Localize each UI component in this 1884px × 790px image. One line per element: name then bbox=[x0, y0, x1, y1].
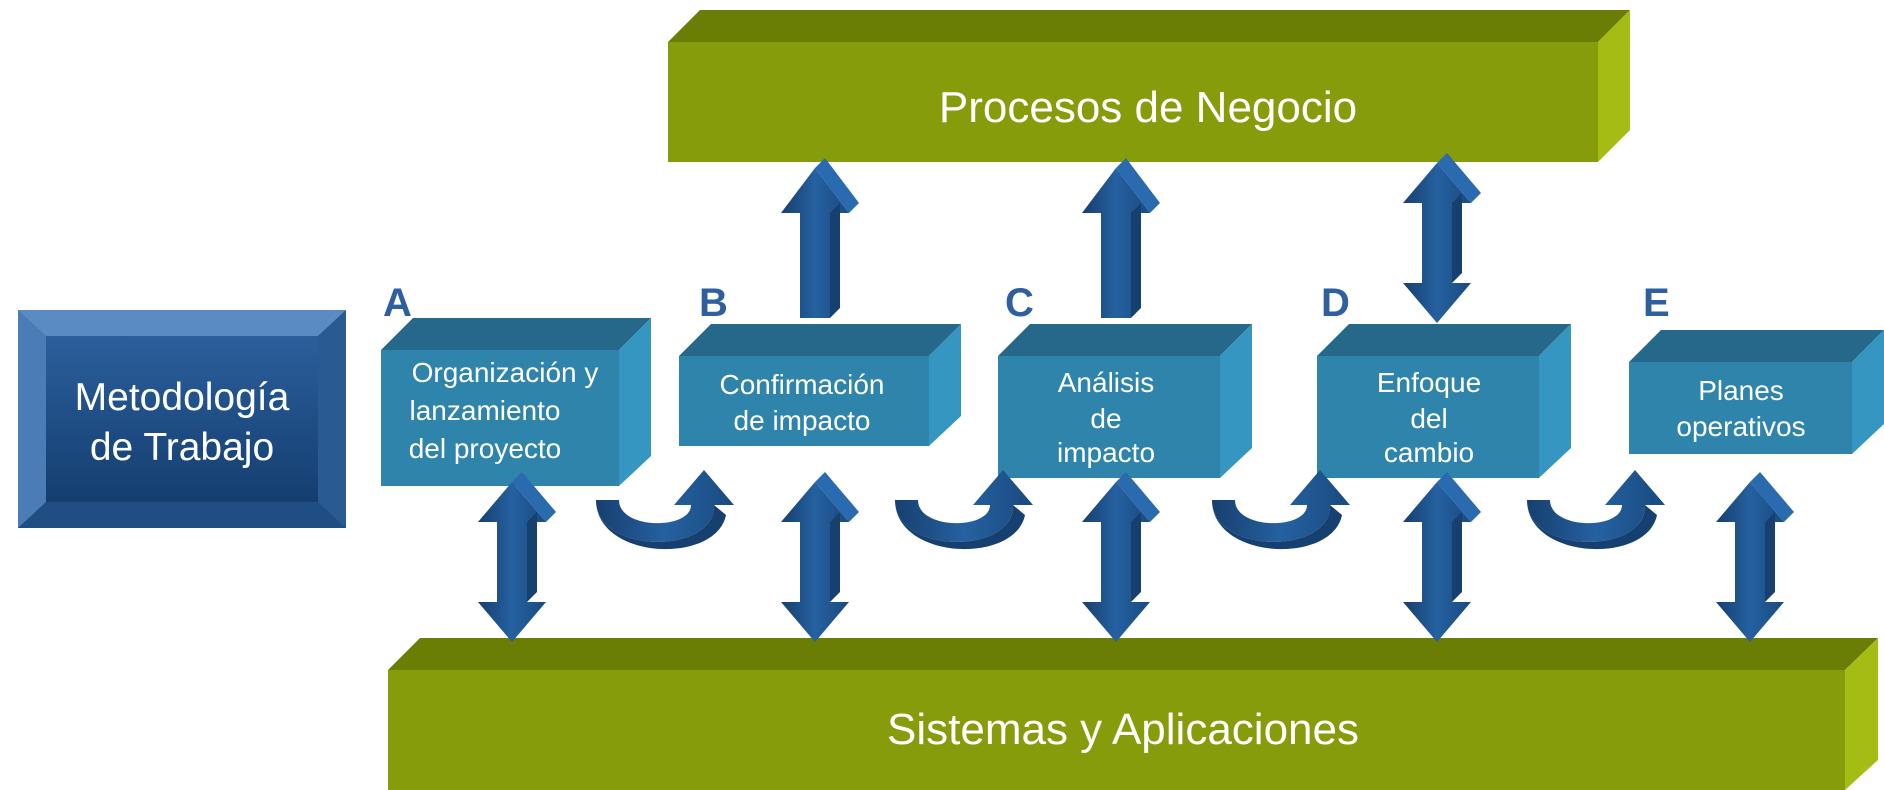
bottom-bar-systems: Sistemas y Aplicaciones bbox=[388, 638, 1878, 790]
phase-box-e bbox=[1629, 330, 1884, 454]
top-bar-side-face bbox=[1598, 10, 1630, 162]
phase-letter-e: E bbox=[1643, 281, 1670, 325]
double-arrow-e-systems bbox=[1716, 472, 1794, 642]
phase-c-label-line1: Análisis bbox=[1058, 367, 1154, 398]
phase-a-label-line2: lanzamiento bbox=[410, 395, 561, 426]
phase-letter-d: D bbox=[1321, 281, 1350, 325]
phase-letter-a: A bbox=[383, 281, 412, 325]
curved-arrow-b-to-c bbox=[895, 470, 1033, 550]
phase-letter-b: B bbox=[699, 281, 728, 325]
double-arrow-a-systems bbox=[478, 472, 556, 642]
phase-box-a bbox=[381, 318, 651, 486]
methodology-box: Metodología de Trabajo bbox=[18, 310, 346, 528]
phase-box-d bbox=[1317, 324, 1571, 478]
methodology-label-line2: de Trabajo bbox=[90, 426, 274, 469]
phase-d-label-line1: Enfoque bbox=[1377, 367, 1481, 398]
phase-box-c bbox=[998, 324, 1252, 478]
curved-arrow-d-to-e bbox=[1527, 470, 1665, 550]
phase-a-label-line1: Organización y bbox=[412, 357, 599, 388]
bottom-bar-front-face bbox=[388, 670, 1845, 790]
top-bar-top-face bbox=[668, 10, 1630, 42]
up-arrow-c-to-business-processes bbox=[1082, 158, 1160, 318]
phase-b-label-line1: Confirmación bbox=[720, 369, 885, 400]
bottom-bar-top-face bbox=[388, 638, 1878, 670]
double-arrow-b-systems bbox=[781, 472, 859, 642]
phase-box-b bbox=[679, 324, 961, 446]
methodology-label-line1: Metodología bbox=[75, 376, 290, 419]
double-arrow-d-business-processes bbox=[1403, 153, 1481, 323]
phase-c-label-line2: de bbox=[1090, 403, 1121, 434]
phase-e-label-line2: operativos bbox=[1676, 411, 1805, 442]
phase-letter-c: C bbox=[1005, 281, 1034, 325]
top-bar-business-processes: Procesos de Negocio bbox=[668, 10, 1630, 162]
bottom-bar-side-face bbox=[1845, 638, 1878, 790]
phase-e-label-line1: Planes bbox=[1698, 375, 1784, 406]
phase-a-label-line3: del proyecto bbox=[409, 433, 562, 464]
double-arrow-d-systems bbox=[1403, 472, 1481, 642]
phase-d-label-line2: del bbox=[1410, 403, 1447, 434]
top-bar-label: Procesos de Negocio bbox=[939, 83, 1357, 132]
phase-d-label-line3: cambio bbox=[1384, 437, 1474, 468]
double-arrow-c-systems bbox=[1082, 472, 1160, 642]
top-bar-front-face bbox=[668, 42, 1598, 162]
phase-c-label-line3: impacto bbox=[1057, 437, 1155, 468]
bottom-bar-label: Sistemas y Aplicaciones bbox=[887, 705, 1359, 754]
phase-b-label-line2: de impacto bbox=[734, 405, 871, 436]
curved-arrow-c-to-d bbox=[1212, 470, 1350, 550]
up-arrow-b-to-business-processes bbox=[781, 158, 859, 318]
